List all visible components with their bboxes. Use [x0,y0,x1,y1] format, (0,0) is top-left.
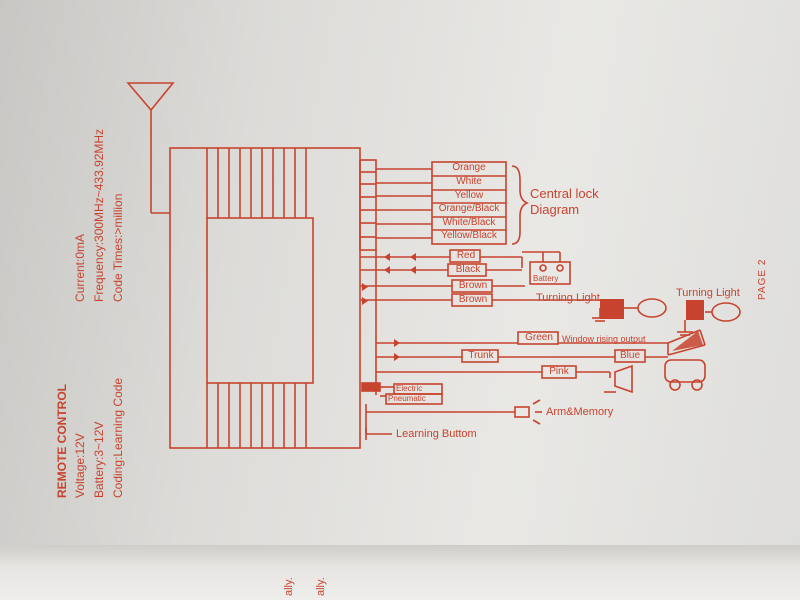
central-lock-subtitle: Diagram [530,202,580,217]
battery-icon [529,261,571,285]
wire-label-orange-black: Orange/Black [438,203,500,214]
wire-label-yellow: Yellow [454,190,484,201]
wire-label-black: Black [455,264,481,275]
window-rising-label: Window rising output [562,334,646,344]
turning-light-2-icon [686,300,704,320]
edge-text-2: ally. [315,577,327,596]
spec-battery: Battery:3~12V [92,421,106,498]
arm-memory-label: Arm&Memory [546,406,614,418]
control-module [169,147,361,449]
spec-coding: Coding:Learning Code [111,377,125,498]
turning-light-2-bulb [711,302,741,322]
spec-title: REMOTE CONTROL [55,384,69,498]
siren-icon [614,364,633,394]
turning-light-2-label: Turning Light [676,287,740,299]
turning-light-1-bulb [637,298,667,318]
wire-label-red: Red [456,250,476,261]
electric-label: Electric [396,384,423,393]
page-number: PAGE 2 [757,258,768,300]
wire-label-blue: Blue [619,350,640,361]
spec-code-times: Code Times:>million [111,193,125,302]
spec-voltage: Voltage:12V [73,433,87,498]
wire-label-pink: Pink [549,366,569,377]
wire-label-yellow-black: Yellow/Black [441,230,497,241]
battery-label: Battery [533,274,559,283]
learning-button-label: Learning Buttom [396,428,477,440]
module-display [206,217,314,384]
central-lock-title: Central lock [530,186,599,201]
wire-label-brown-1: Brown [458,280,488,291]
car-icon [664,359,706,383]
antenna-icon [126,82,175,112]
turning-light-1-label: Turning Light [536,292,600,304]
wire-label-trunk: Trunk [468,350,494,361]
edge-text-1: ally. [283,577,295,596]
spec-current: Current:0mA [73,233,87,302]
wire-label-green: Green [525,332,553,343]
spec-frequency: Frequency:300MHz~433.92MHz [92,128,106,302]
turning-light-1-icon [600,299,624,319]
paper-fold-shadow [0,545,800,600]
wire-label-white: White [456,176,482,187]
led-icon [514,406,530,418]
wire-label-brown-2: Brown [458,294,488,305]
wire-label-orange: Orange [452,162,486,173]
wire-label-white-black: White/Black [442,217,496,228]
pneumatic-label: Pneumatic [388,394,426,403]
